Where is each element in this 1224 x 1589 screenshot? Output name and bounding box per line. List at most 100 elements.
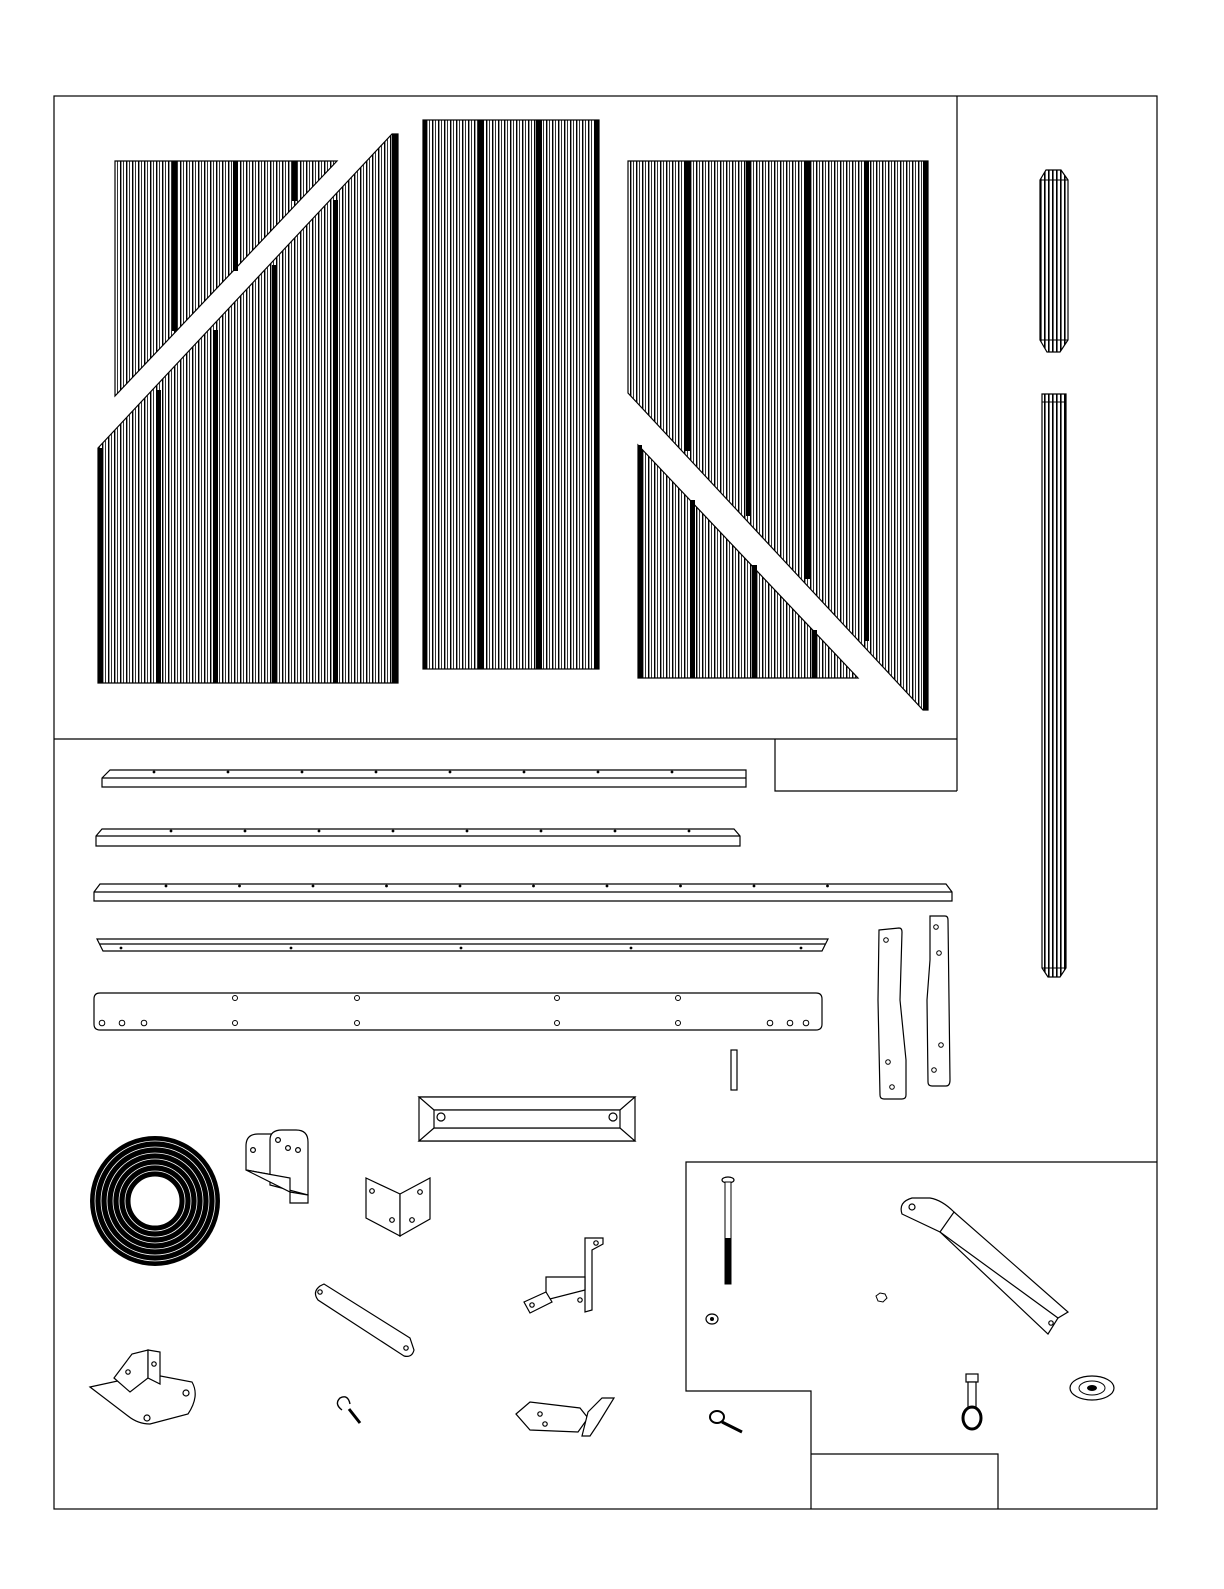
panel-b-body: [423, 120, 599, 669]
rail-3-hole: [679, 885, 682, 888]
rail-2-hole: [614, 830, 617, 833]
small-bracket-flange: [582, 1398, 614, 1436]
panel-c-rib: [805, 161, 810, 579]
base-plate-hole: [126, 1370, 130, 1374]
panel-a-rib: [156, 390, 161, 683]
eye-bolt-shank: [968, 1382, 976, 1408]
rail-1-hole: [671, 771, 674, 774]
rail-3-hole: [532, 885, 535, 888]
rail-3: [94, 884, 952, 901]
z-bracket-foot: [524, 1292, 552, 1313]
u-bracket: [246, 1130, 308, 1203]
strap-hole: [890, 1085, 895, 1090]
panel-c-rib: [812, 630, 817, 678]
panel-b-edge: [423, 120, 427, 669]
u-bracket-hole: [296, 1148, 301, 1153]
strap-left: [878, 928, 906, 1099]
panel-b-rib: [478, 120, 484, 669]
corner-bracket-hole: [370, 1189, 375, 1194]
outer-border: [54, 96, 1157, 1509]
flat-bar-hole: [803, 1020, 809, 1026]
corner-bracket-hole: [418, 1190, 423, 1195]
flat-bar-hole: [141, 1020, 147, 1026]
pin: [731, 1050, 737, 1090]
panel-a-rib: [333, 200, 338, 683]
panel-c-rib: [752, 565, 757, 678]
rail-4-hole: [120, 947, 123, 950]
rail-3-hole: [312, 885, 315, 888]
flat-strap-hole: [404, 1346, 408, 1350]
rail-4-body: [97, 939, 828, 951]
panel-c-edge: [923, 161, 928, 710]
z-bracket-arm: [546, 1277, 585, 1300]
panel-c: [628, 161, 928, 710]
rail-1-hole: [523, 771, 526, 774]
channel-hole: [437, 1113, 445, 1121]
eye-bolt-nut: [966, 1374, 978, 1382]
rail-2-hole: [318, 830, 321, 833]
eye-screw-shank: [722, 1422, 742, 1432]
base-plate-upright-right: [148, 1350, 160, 1384]
z-bracket-vertical: [585, 1238, 603, 1312]
strap-hole: [937, 951, 942, 956]
base-plate-hole: [144, 1415, 150, 1421]
rail-4-hole: [460, 947, 463, 950]
strap-hole: [939, 1043, 944, 1048]
flat-bar-hole: [355, 996, 360, 1001]
strap-hole: [886, 1060, 891, 1065]
panel-a-rib: [213, 330, 218, 683]
corner-bracket-left: [366, 1178, 400, 1236]
strap-hole: [934, 925, 939, 930]
round-washer: [1070, 1376, 1114, 1400]
flat-bar: [94, 993, 822, 1030]
post-long: [1042, 394, 1066, 977]
angle-arm-hole: [909, 1204, 915, 1210]
rail-1-hole: [153, 771, 156, 774]
flat-bar-hole: [787, 1020, 793, 1026]
rail-4-hole: [630, 947, 633, 950]
z-bracket-hole: [578, 1298, 582, 1302]
panel-b-rib: [536, 120, 542, 669]
strap-hole: [932, 1068, 937, 1073]
rail-3-hole: [606, 885, 609, 888]
panel-c-rib: [685, 161, 690, 451]
corner-bracket-hole: [410, 1218, 415, 1223]
flat-bar-hole: [233, 996, 238, 1001]
panel-a: [98, 134, 398, 683]
flat-strap: [315, 1284, 414, 1356]
eye-screw: [710, 1411, 742, 1432]
rail-2-hole: [170, 830, 173, 833]
angle-arm-face: [901, 1198, 1058, 1334]
rail-1-hole: [375, 771, 378, 774]
screw-hook-loop: [337, 1397, 350, 1410]
strap-right: [927, 916, 950, 1086]
rail-3-hole: [165, 885, 168, 888]
panel-c-edge: [638, 445, 642, 678]
z-bracket-hole: [530, 1303, 534, 1307]
flat-bar-hole: [676, 996, 681, 1001]
flat-bar-hole: [119, 1020, 125, 1026]
base-plate: [90, 1350, 195, 1424]
eye-bolt-ring: [963, 1407, 981, 1429]
rail-3-hole: [753, 885, 756, 888]
label-box-top: [775, 739, 957, 791]
flat-bar-hole: [355, 1021, 360, 1026]
rail-3-hole: [459, 885, 462, 888]
post-long-body: [1042, 394, 1066, 977]
flat-strap-body: [315, 1284, 414, 1356]
z-bracket: [524, 1238, 603, 1313]
nut-body: [876, 1293, 887, 1302]
small-bracket-hole: [538, 1412, 542, 1416]
rail-2-hole: [392, 830, 395, 833]
rail-1-hole: [227, 771, 230, 774]
channel-face-top: [419, 1097, 635, 1110]
label-box-bottom: [811, 1454, 998, 1509]
rail-3-hole: [826, 885, 829, 888]
flat-strap-hole: [318, 1290, 322, 1294]
coil-hole: [130, 1176, 180, 1226]
panel-a-edge: [392, 134, 398, 683]
panel-a-rib: [233, 161, 238, 271]
rail-1-hole: [597, 771, 600, 774]
u-bracket-hole: [251, 1148, 256, 1153]
